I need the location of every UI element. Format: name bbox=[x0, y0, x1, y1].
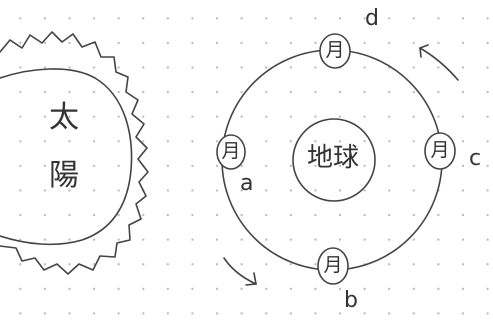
letter-d: d bbox=[365, 6, 379, 31]
letter-c: c bbox=[469, 146, 482, 171]
letter-b: b bbox=[344, 288, 358, 313]
moon-a-circle bbox=[216, 134, 246, 170]
moon-d-circle bbox=[319, 33, 351, 69]
moon-c-circle bbox=[424, 132, 456, 170]
sun-label-top: 太 bbox=[49, 100, 79, 135]
moon-d-label: 月 bbox=[325, 39, 345, 61]
moon-b-label: 月 bbox=[323, 254, 343, 276]
earth-circle bbox=[292, 118, 376, 202]
moon-c-label: 月 bbox=[430, 139, 450, 161]
earth-label: 地球 bbox=[307, 143, 360, 173]
moon-a-label: 月 bbox=[221, 140, 241, 162]
sun-body bbox=[0, 68, 133, 246]
sun-label-bottom: 陽 bbox=[49, 158, 79, 193]
moon-b-circle bbox=[317, 247, 349, 285]
orbit-arrow-top-right bbox=[419, 44, 459, 81]
sun-rays bbox=[0, 31, 149, 275]
letter-a: a bbox=[240, 171, 254, 196]
orbit-arrow-bottom-left bbox=[223, 257, 257, 286]
